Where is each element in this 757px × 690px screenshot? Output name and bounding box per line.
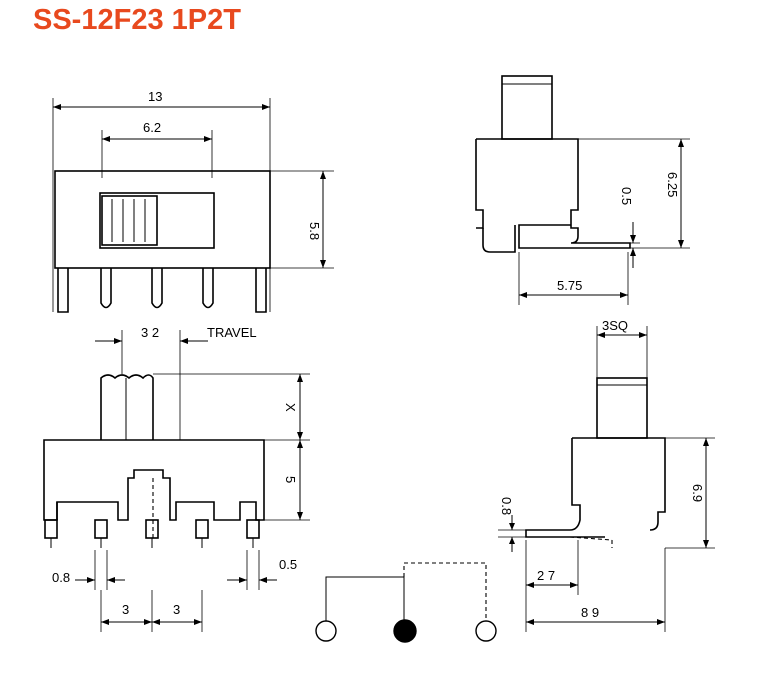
terminal-right [475,620,497,642]
dim-13: 13 [148,89,162,104]
dim-0-5-left: 0.5 [279,557,297,572]
dim-3-left: 3 [122,602,129,617]
right-angle-view [498,326,715,632]
side-view [475,75,690,305]
dim-5-75: 5.75 [557,278,582,293]
dim-6-9: 6.9 [690,484,705,502]
front-view [52,98,334,313]
dim-0-5-side: 0.5 [619,187,634,205]
product-title: SS-12F23 1P2T [33,4,241,36]
dim-0-8-left: 0.8 [52,570,70,585]
terminal-common [393,619,417,643]
bottom-elevation-view [43,330,310,632]
dim-x: X [283,403,298,412]
circuit-schematic [315,562,497,643]
dim-0-8-right: 0.8 [499,497,514,515]
dim-5-8: 5.8 [307,222,322,240]
dim-3sq: 3SQ [602,318,628,333]
terminal-left [315,620,337,642]
dim-2-7: 2 7 [537,568,555,583]
dim-8-9: 8 9 [581,605,599,620]
dim-3-right: 3 [173,602,180,617]
dim-6-25: 6.25 [665,172,680,197]
dim-5: 5 [283,476,298,483]
dim-3-2: 3 2 [141,325,159,340]
dim-6-2: 6.2 [143,120,161,135]
dim-travel: TRAVEL [207,325,257,340]
